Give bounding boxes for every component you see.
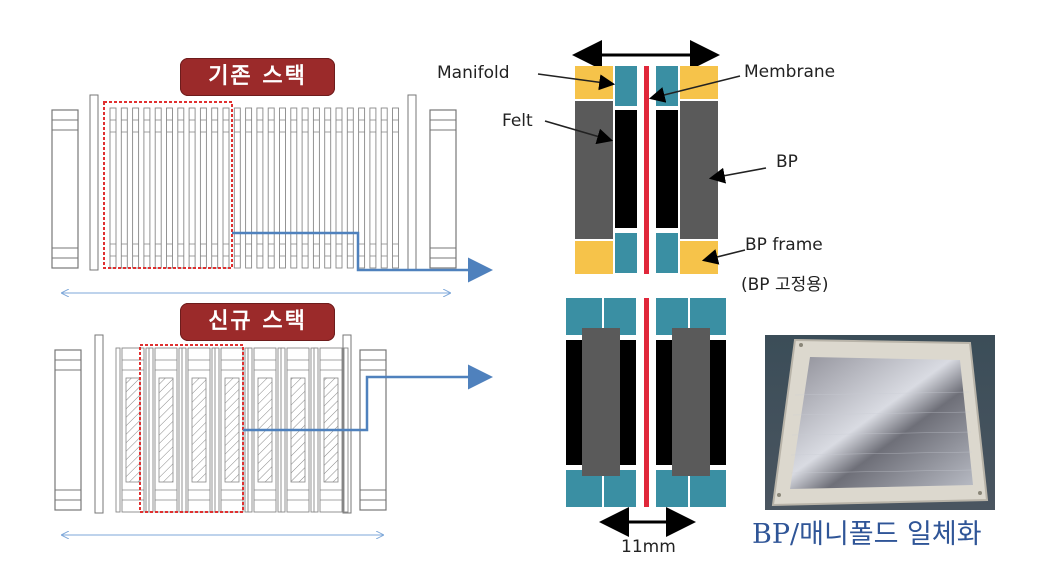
- old-stack-plate: [346, 107, 354, 269]
- old-stack-plate: [267, 107, 275, 269]
- bp-manifold-photo: [765, 335, 995, 510]
- old-stack-plate: [109, 107, 117, 269]
- old-stack-plate: [177, 107, 185, 269]
- bp-plate-picture: [765, 335, 995, 510]
- new-stack-cell: [181, 347, 217, 513]
- bp-label: BP: [776, 152, 798, 172]
- membrane-label: Membrane: [744, 62, 836, 82]
- old-stack-plate: [143, 107, 151, 269]
- old-stack-plate: [279, 107, 286, 269]
- dimension-label: 11mm: [621, 537, 676, 557]
- old-stack-plate: [369, 107, 377, 269]
- old-stack-plate: [154, 107, 162, 269]
- old-stack-plate: [120, 107, 128, 269]
- new-stack-badge: 신규 스택: [180, 303, 335, 341]
- new-cell-cross-section: [566, 298, 726, 537]
- new-stack-cell: [115, 347, 151, 513]
- old-stack-plate: [188, 107, 196, 269]
- old-stack-plate: [380, 107, 388, 269]
- old-cell-cross-section: [537, 40, 767, 274]
- old-stack-plate: [132, 107, 140, 269]
- old-stack-plate: [335, 107, 343, 269]
- old-stack-plate: [222, 107, 230, 269]
- old-stack-plate: [301, 107, 309, 269]
- old-stack-plate: [233, 107, 241, 269]
- old-stack-badge: 기존 스택: [180, 58, 335, 96]
- bp-frame-label: BP frame: [745, 235, 823, 255]
- old-stack-plate: [290, 107, 298, 269]
- bp-frame-note: (BP 고정용): [741, 275, 829, 295]
- old-stack-plate: [324, 107, 332, 269]
- old-stack-plate: [211, 107, 219, 269]
- old-stack-plate: [245, 107, 253, 269]
- new-stack-drawing: [54, 334, 493, 535]
- integration-caption: BP/매니폴드 일체화: [752, 519, 982, 550]
- old-stack-plate: [256, 107, 264, 269]
- manifold-label: Manifold: [437, 63, 510, 83]
- old-stack-plate: [312, 107, 320, 269]
- old-stack-plate: [358, 107, 366, 269]
- old-stack-plate: [166, 107, 173, 269]
- new-stack-cell: [148, 347, 184, 513]
- old-stack-drawing: [51, 94, 493, 293]
- old-stack-plate: [199, 107, 207, 269]
- old-stack-plate: [392, 107, 399, 269]
- felt-label: Felt: [502, 111, 533, 131]
